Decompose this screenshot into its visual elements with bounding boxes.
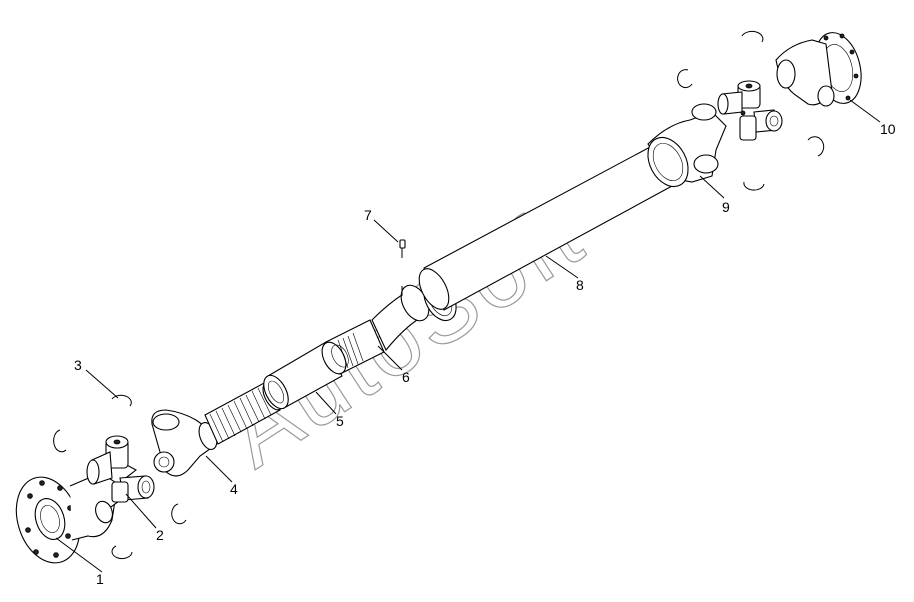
part-1-flange-yoke <box>15 469 128 564</box>
snap-rings-lower <box>53 394 187 560</box>
callout-2: 2 <box>156 527 164 543</box>
upper-universal-joint-cross <box>717 80 783 141</box>
callout-3: 3 <box>74 357 82 373</box>
callout-1: 1 <box>96 571 104 587</box>
callout-4: 4 <box>230 481 238 497</box>
part-8-drive-tube <box>371 145 673 352</box>
callout-7: 7 <box>364 207 372 223</box>
callout-labels: 1 2 3 4 5 6 7 8 9 10 <box>74 121 896 587</box>
part-2-universal-joint-cross <box>86 435 155 503</box>
callout-10: 10 <box>880 121 896 137</box>
part-6-needle-bearing <box>321 319 385 375</box>
callout-6: 6 <box>402 369 410 385</box>
part-9-tube-yoke <box>647 103 727 188</box>
callout-9: 9 <box>722 199 730 215</box>
snap-rings-upper <box>677 30 825 191</box>
callout-5: 5 <box>336 413 344 429</box>
part-7-grease-fitting <box>399 239 406 296</box>
leader-lines <box>55 99 881 573</box>
part-10-flange-yoke <box>775 32 862 107</box>
callout-8: 8 <box>576 277 584 293</box>
